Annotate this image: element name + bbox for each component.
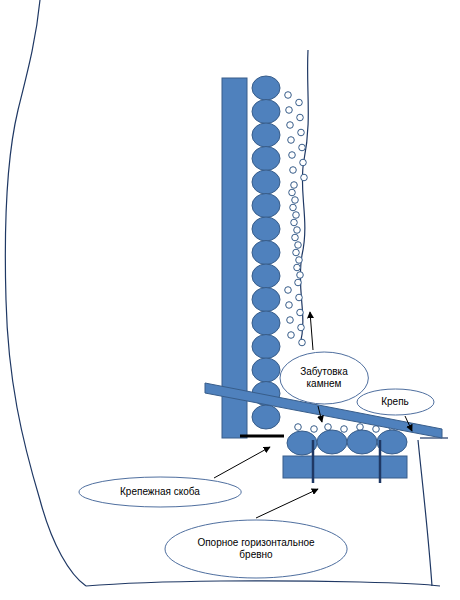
- support-log: [283, 456, 407, 478]
- stone: [290, 167, 297, 174]
- stone: [299, 144, 306, 151]
- log-end: [252, 76, 280, 100]
- callout-ellipse: Крепежная скоба: [78, 476, 242, 508]
- log-end: [252, 311, 280, 335]
- stone: [286, 302, 293, 309]
- stone: [295, 242, 302, 249]
- post: [312, 440, 315, 483]
- stone: [296, 257, 303, 264]
- log-end: [377, 430, 407, 454]
- stone: [341, 426, 348, 433]
- right-line: [418, 440, 432, 586]
- stone: [289, 152, 296, 159]
- leader-arrow: [256, 489, 318, 518]
- stone: [292, 234, 299, 241]
- stone: [290, 204, 297, 211]
- ellipse-shape: [79, 477, 241, 507]
- slope-line: [5, 0, 86, 586]
- stone: [285, 92, 292, 99]
- stone: [357, 424, 364, 431]
- stone: [297, 272, 304, 279]
- log-end: [252, 405, 280, 429]
- stone: [373, 426, 380, 433]
- stone: [293, 212, 300, 219]
- stone: [285, 287, 292, 294]
- ellipse-shape: [165, 520, 347, 578]
- log-end: [252, 288, 280, 312]
- callout-ellipse: Опорное горизонтальное бревно: [164, 519, 348, 579]
- stone: [288, 332, 295, 339]
- stone: [295, 424, 302, 431]
- stone: [294, 227, 301, 234]
- leader-lines: [214, 312, 412, 518]
- log-end: [252, 100, 280, 124]
- stone: [297, 114, 304, 121]
- stone: [286, 107, 293, 114]
- stone: [295, 279, 302, 286]
- log-end: [252, 170, 280, 194]
- stone: [292, 197, 299, 204]
- vertical-plank: [222, 78, 247, 438]
- ground-line: [86, 581, 440, 586]
- callout-ellipse: Крепь: [356, 388, 435, 416]
- leader-arrow: [214, 447, 270, 478]
- stone: [296, 99, 303, 106]
- ellipse-shape: [357, 389, 434, 415]
- log-end: [347, 430, 377, 454]
- log-end: [252, 264, 280, 288]
- stone: [293, 249, 300, 256]
- stone: [300, 159, 307, 166]
- ellipse-shape: [280, 352, 368, 404]
- stone: [325, 424, 332, 431]
- stone: [289, 189, 296, 196]
- log-end: [252, 123, 280, 147]
- log-end: [252, 241, 280, 265]
- log-end: [252, 147, 280, 171]
- posts: [313, 440, 380, 483]
- stone: [299, 339, 306, 346]
- bottom-logs: [287, 430, 407, 455]
- log-column: [252, 76, 280, 429]
- rock-face: [300, 50, 308, 345]
- stone: [297, 309, 304, 316]
- stone: [311, 426, 318, 433]
- leader-arrow: [405, 416, 412, 431]
- stone: [298, 324, 305, 331]
- leader-arrow: [310, 312, 313, 350]
- right-line: [420, 437, 448, 438]
- stone: [301, 174, 308, 181]
- leader-arrow: [318, 406, 322, 422]
- stone: [298, 129, 305, 136]
- log-end: [252, 217, 280, 241]
- stone: [291, 219, 298, 226]
- terrain-outline: [5, 0, 448, 586]
- callout-text: Крепежная скоба: [105, 486, 215, 498]
- stone: [287, 317, 294, 324]
- bracket: [240, 435, 284, 438]
- log-end: [252, 335, 280, 359]
- log-end: [317, 430, 347, 454]
- post: [379, 440, 382, 483]
- stone: [288, 137, 295, 144]
- callout-text: Опорное горизонтальное бревно: [194, 537, 318, 561]
- callout-ellipse: Забутовка камнем: [279, 351, 369, 405]
- stone: [291, 182, 298, 189]
- log-end: [252, 358, 280, 382]
- stone: [294, 264, 301, 271]
- stone: [287, 122, 294, 129]
- callout-text: Крепь: [370, 396, 420, 408]
- log-end: [252, 194, 280, 218]
- callout-text: Забутовка камнем: [295, 366, 353, 390]
- stone: [296, 294, 303, 301]
